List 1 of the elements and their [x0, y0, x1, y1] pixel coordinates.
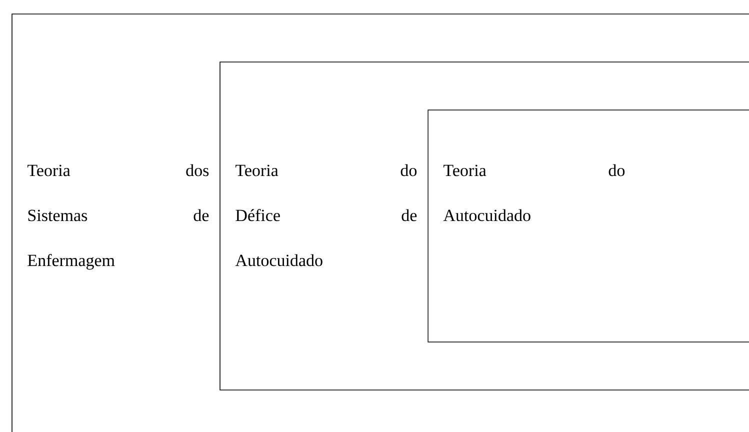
theory-box: Teoria do Autocuidado — [428, 110, 749, 342]
